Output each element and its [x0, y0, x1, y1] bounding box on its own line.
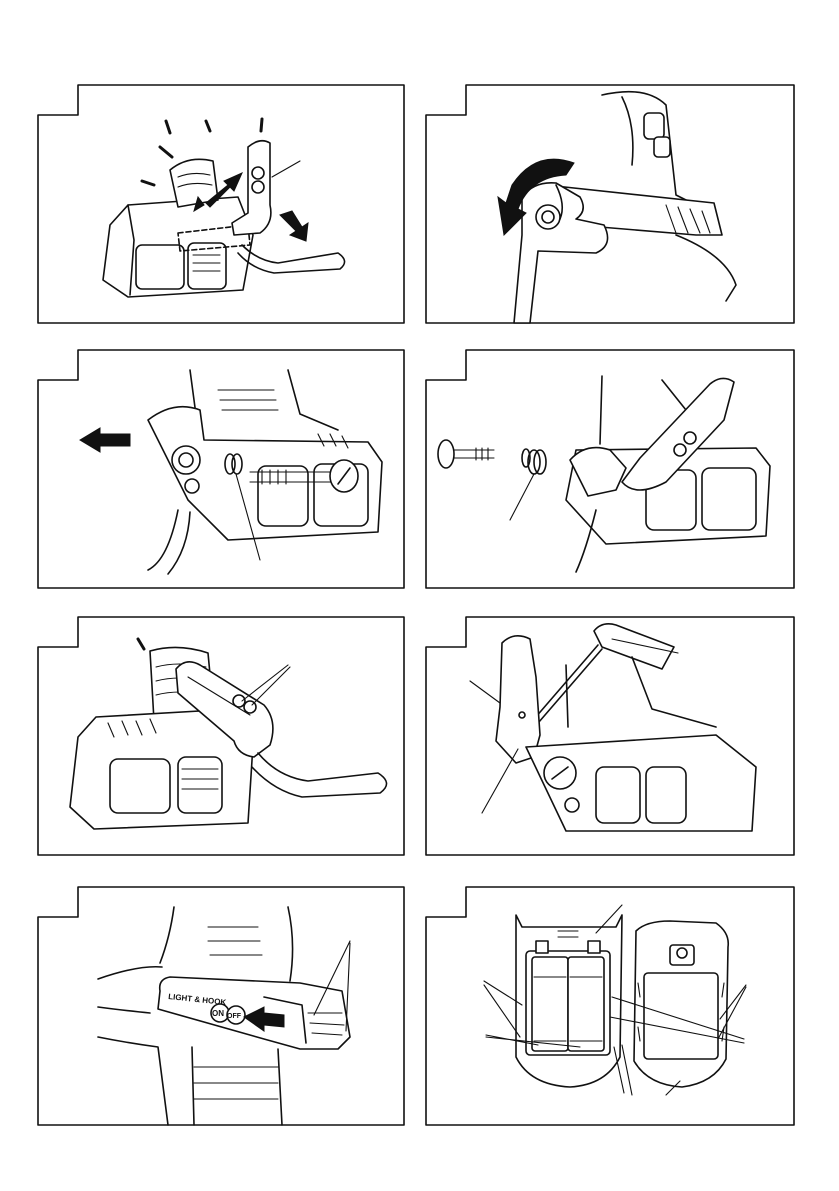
- figure-panel-4: [426, 350, 796, 590]
- pull-arrow-icon: [280, 211, 308, 241]
- tool-base: [98, 1037, 282, 1125]
- tool-grip: [190, 370, 338, 430]
- tool-base: [526, 657, 756, 831]
- off-label: OFF: [227, 1013, 242, 1020]
- on-label: ON: [212, 1009, 224, 1018]
- pull-arrow-icon: [80, 428, 130, 452]
- leader-line: [272, 161, 300, 177]
- figure-panel-3: [38, 350, 404, 590]
- wrist-strap: [148, 510, 190, 574]
- tool-grip: [602, 92, 688, 201]
- tool-base: [103, 197, 253, 297]
- wrist-strap: [238, 245, 345, 273]
- figure-panel-8: [426, 887, 796, 1127]
- light-hook-part: [232, 141, 271, 235]
- screwdriver: [522, 624, 674, 737]
- spring: [522, 449, 546, 474]
- battery-cover: [634, 921, 728, 1087]
- pin-bolt: [438, 440, 494, 468]
- figure-panel-5: [38, 617, 404, 857]
- wrist-strap: [252, 753, 387, 797]
- figure-panel-6: [426, 617, 796, 857]
- figure-panel-7: LIGHT & HOOK ON OFF: [38, 887, 404, 1127]
- motion-lines: [138, 639, 144, 649]
- light-hook-part: [496, 636, 540, 763]
- leader-line: [510, 474, 534, 520]
- figure-panel-1: [38, 85, 404, 325]
- battery-compartment: [516, 915, 622, 1087]
- figure-panel-2: [426, 85, 796, 325]
